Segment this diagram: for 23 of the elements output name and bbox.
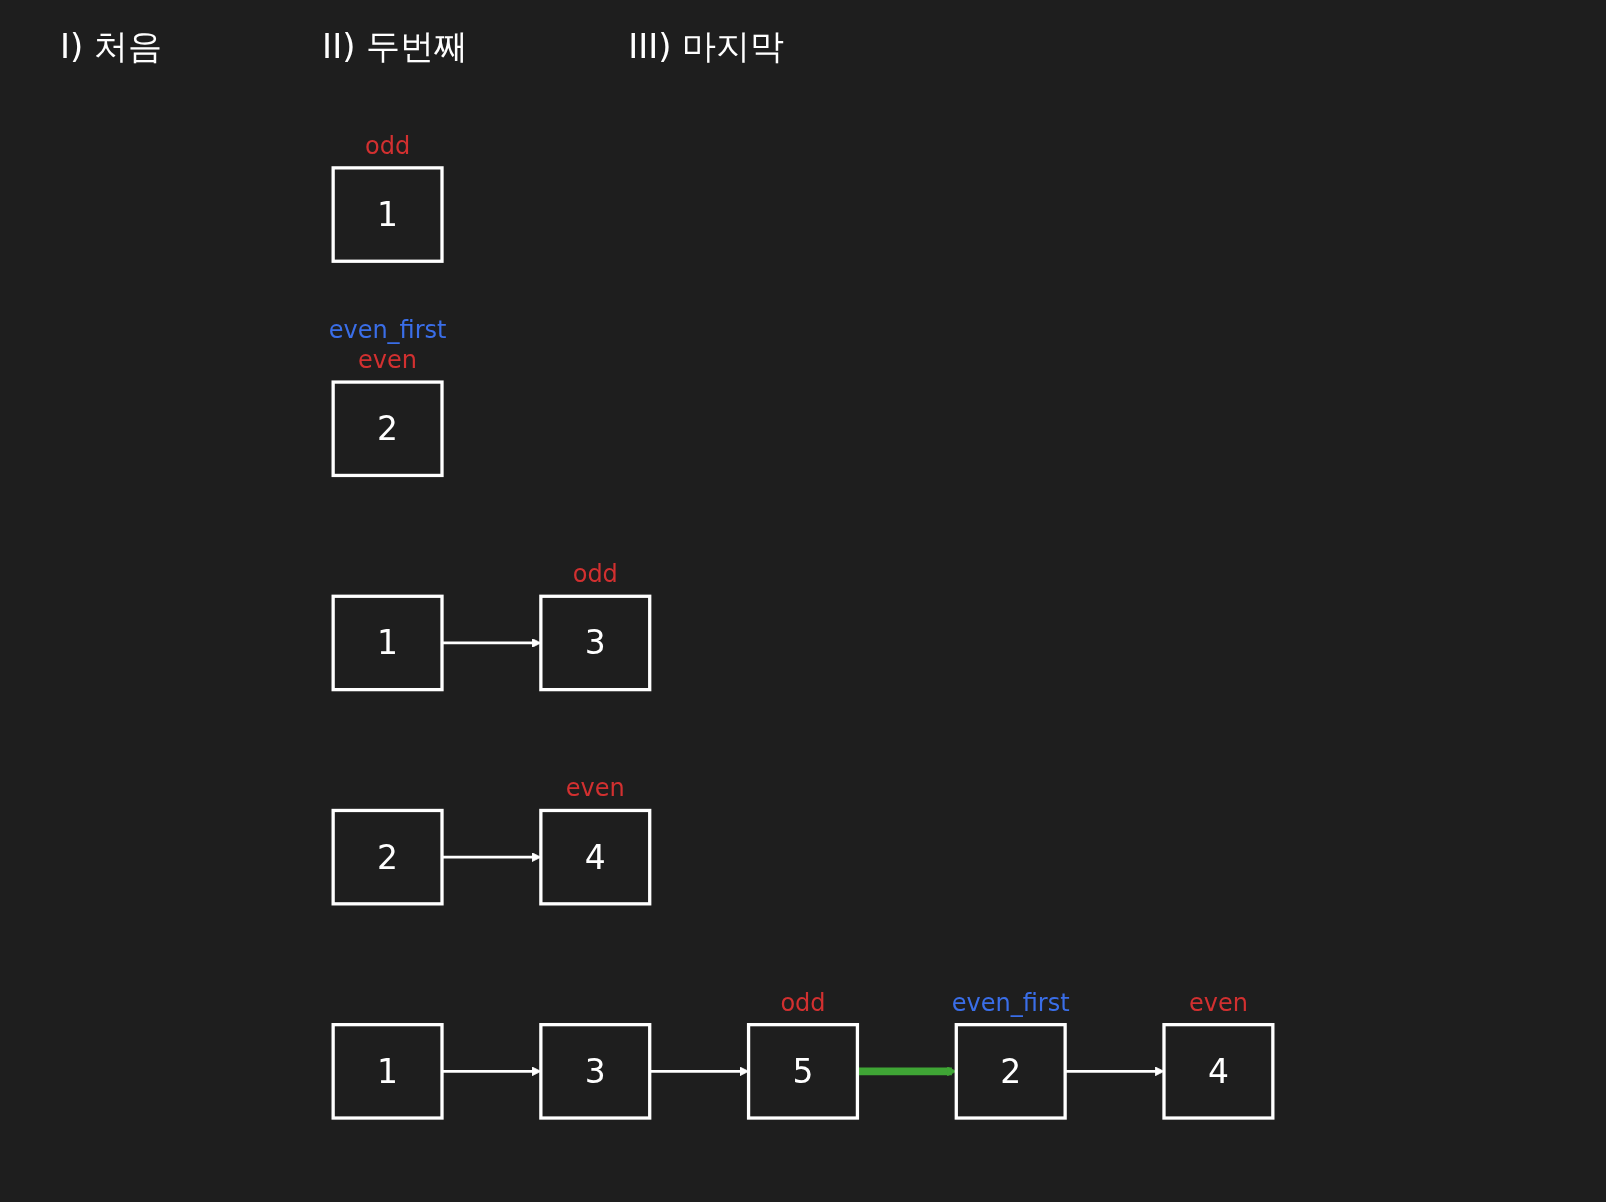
arrow (857, 1066, 957, 1077)
node-box: 2 (331, 380, 444, 478)
pointer-label: even_first (328, 316, 447, 345)
node-box: 2 (954, 1023, 1067, 1120)
pointer-label: odd (365, 131, 411, 160)
section-heading: III) 마지막 (628, 25, 785, 68)
pointer-label: even (565, 774, 625, 803)
node-box: 1 (331, 1023, 444, 1120)
node-box: 5 (746, 1023, 860, 1120)
node-box: 1 (331, 594, 444, 692)
node-box: 3 (539, 1023, 652, 1120)
pointer-label: odd (780, 988, 826, 1017)
section-heading: II) 두번째 (322, 25, 469, 68)
pointer-label: even_first (951, 988, 1070, 1017)
pointer-label: even (1188, 988, 1248, 1017)
node-box: 2 (331, 808, 444, 906)
node-box: 3 (539, 594, 652, 692)
section-heading: I) 처음 (60, 25, 163, 68)
node-box: 4 (1162, 1023, 1275, 1120)
pointer-label: even (358, 346, 418, 375)
pointer-label: odd (572, 560, 618, 589)
node-box: 1 (331, 166, 444, 263)
node-box: 4 (539, 808, 652, 906)
